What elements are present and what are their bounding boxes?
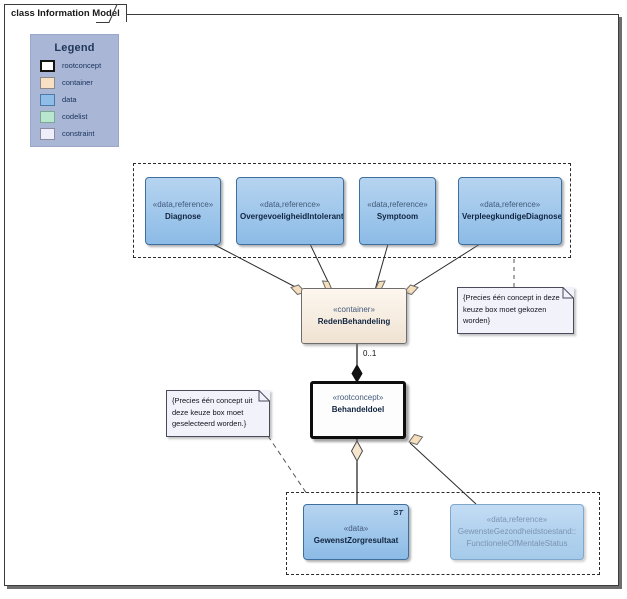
class-stereotype-redenbehandeling: «container» [333,305,375,314]
class-stereotype-behandeldoel: «rootconcept» [332,392,384,402]
legend-panel: Legend rootconcept container data codeli… [30,34,119,147]
class-box-behandeldoel[interactable]: «rootconcept» Behandeldoel [310,381,406,439]
legend-label-container: container [62,78,93,87]
class-box-verpleegkundigediagnose[interactable]: «data,reference» VerpleegkundigeDiagnose [458,177,562,245]
class-box-gewenstegezondheidstoestand[interactable]: «data,reference» GewensteGezondheidstoes… [450,504,584,560]
legend-swatch-data-icon [40,93,55,106]
class-stereotype-gewenstegezondheidstoestand: «data,reference» [486,515,548,524]
group-choice-box-top [133,163,571,258]
class-box-overgevoeligheidintolerantie[interactable]: «data,reference» OvergevoeligheidIntoler… [236,177,344,245]
legend-item-codelist: codelist [40,109,118,124]
class-stereotype-overgevoeligheidintolerantie: «data,reference» [259,200,321,209]
class-name-gewenstegezondheidstoestand-line2: FunctioneleOfMentaleStatus [466,539,568,548]
class-stereotype-symptoom: «data,reference» [367,200,428,209]
class-name-behandeldoel: Behandeldoel [331,404,385,414]
legend-swatch-rootconcept-icon [40,59,55,72]
class-name-diagnose: Diagnose [164,212,201,221]
legend-item-rootconcept: rootconcept [40,58,118,73]
legend-swatch-container-icon [40,76,55,89]
class-name-symptoom: Symptoom [376,212,419,221]
class-box-symptoom[interactable]: «data,reference» Symptoom [359,177,436,245]
class-stereotype-verpleegkundigediagnose: «data,reference» [479,200,541,209]
class-name-overgevoeligheidintolerantie: OvergevoeligheidIntolerantie [240,212,344,221]
legend-label-constraint: constraint [62,129,95,138]
class-stereotype-diagnose: «data,reference» [152,200,214,209]
note-left-text: {Precies één concept uit deze keuze box … [172,396,253,428]
class-box-gewenstzorgresultaat[interactable]: ST «data» GewenstZorgresultaat [303,504,409,560]
legend-label-data: data [62,95,77,104]
class-stereotype-gewenstzorgresultaat: «data» [343,524,369,534]
legend-label-rootconcept: rootconcept [62,61,102,70]
frame-title-tab: class Information Model [4,4,127,22]
class-box-diagnose[interactable]: «data,reference» Diagnose [145,177,221,245]
legend-item-constraint: constraint [40,126,118,141]
frame-tab-corner-icon [96,4,118,23]
legend-title: Legend [54,42,95,54]
class-name-verpleegkundigediagnose: VerpleegkundigeDiagnose [462,212,562,221]
class-name-redenbehandeling: RedenBehandeling [317,317,391,326]
legend-item-data: data [40,92,118,107]
class-name-gewenstzorgresultaat: GewenstZorgresultaat [313,536,399,546]
legend-rows: rootconcept container data codelist cons… [31,58,118,141]
note-right-text: {Precies één concept in deze keuze box m… [463,293,560,325]
class-box-redenbehandeling[interactable]: «container» RedenBehandeling [301,288,407,344]
legend-item-container: container [40,75,118,90]
legend-swatch-constraint-icon [40,127,55,140]
class-name-gewenstegezondheidstoestand-line1: GewensteGezondheidstoestand:: [457,527,577,536]
note-right-choice-box[interactable]: {Precies één concept in deze keuze box m… [457,287,574,334]
legend-label-codelist: codelist [62,112,88,121]
legend-swatch-codelist-icon [40,110,55,123]
note-left-choice-box[interactable]: {Precies één concept uit deze keuze box … [166,390,270,437]
multiplicity-label-reden-behandeldoel: 0..1 [363,349,377,358]
class-tag-gewenstzorgresultaat: ST [393,508,403,517]
